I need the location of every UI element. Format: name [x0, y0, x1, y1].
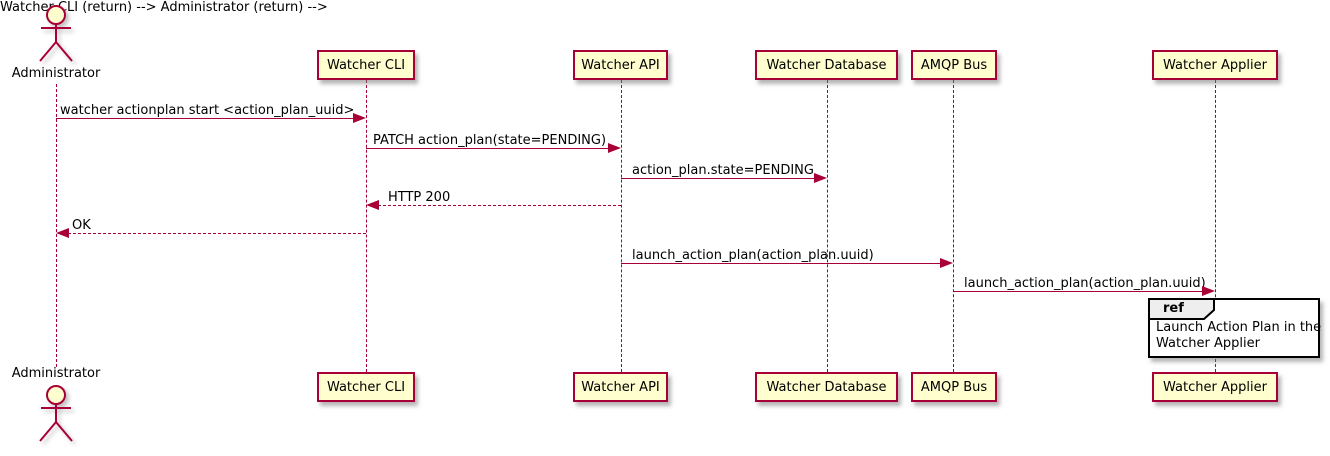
message-4-label: HTTP 200 — [388, 190, 451, 205]
participant-watcher-database-top: Watcher Database — [755, 50, 898, 80]
administrator-actor-icon-bottom — [39, 385, 73, 442]
message-2-line — [366, 148, 609, 149]
message-5-label: OK — [72, 218, 91, 233]
actor-label-administrator-top: Administrator — [11, 66, 101, 81]
ref-tab-icon — [1148, 298, 1215, 320]
message-3-label: action_plan.state=PENDING — [632, 163, 814, 178]
message-7-label: launch_action_plan(action_plan.uuid) — [964, 276, 1206, 291]
participant-watcher-api-bottom: Watcher API — [573, 372, 668, 402]
participant-amqp-bus-bottom: AMQP Bus — [911, 372, 997, 402]
participant-watcher-applier-top: Watcher Applier — [1152, 50, 1278, 80]
message-2-label: PATCH action_plan(state=PENDING) — [373, 133, 607, 148]
ref-keyword: ref — [1163, 301, 1184, 316]
message-3-line — [621, 178, 815, 179]
ref-fragment: ref Launch Action Plan in the Watcher Ap… — [1148, 298, 1322, 358]
participant-watcher-applier-bottom: Watcher Applier — [1152, 372, 1278, 402]
participant-watcher-cli-bottom: Watcher CLI — [317, 372, 415, 402]
message-4-line — [378, 205, 621, 206]
message-1-label: watcher actionplan start <action_plan_uu… — [60, 103, 355, 118]
message-3-arrowhead-icon — [814, 173, 827, 183]
message-1-arrowhead-icon — [353, 113, 366, 123]
message-5-line — [68, 233, 366, 234]
administrator-actor-icon — [39, 5, 73, 62]
participant-watcher-api-top: Watcher API — [573, 50, 668, 80]
message-4-arrowhead-icon — [366, 200, 379, 210]
message-2-arrowhead-icon — [608, 143, 621, 153]
ref-text-line-2: Watcher Applier — [1156, 336, 1260, 351]
participant-watcher-cli-top: Watcher CLI — [317, 50, 415, 80]
message-6-line — [621, 263, 941, 264]
message-7-line — [953, 291, 1203, 292]
participant-watcher-database-bottom: Watcher Database — [755, 372, 898, 402]
message-5-arrowhead-icon — [56, 228, 69, 238]
lifeline-watcher-api — [621, 80, 622, 372]
lifeline-administrator — [56, 84, 57, 367]
lifeline-watcher-database — [827, 80, 828, 372]
message-1-line — [56, 118, 354, 119]
ref-text-line-1: Launch Action Plan in the — [1156, 320, 1322, 335]
actor-label-administrator-bottom: Administrator — [11, 366, 101, 381]
message-6-arrowhead-icon — [940, 258, 953, 268]
participant-amqp-bus-top: AMQP Bus — [911, 50, 997, 80]
lifeline-watcher-applier — [1215, 80, 1216, 372]
message-7-arrowhead-icon — [1202, 286, 1215, 296]
message-6-label: launch_action_plan(action_plan.uuid) — [632, 248, 874, 263]
lifeline-watcher-cli — [366, 80, 367, 372]
lifeline-amqp-bus — [953, 80, 954, 372]
